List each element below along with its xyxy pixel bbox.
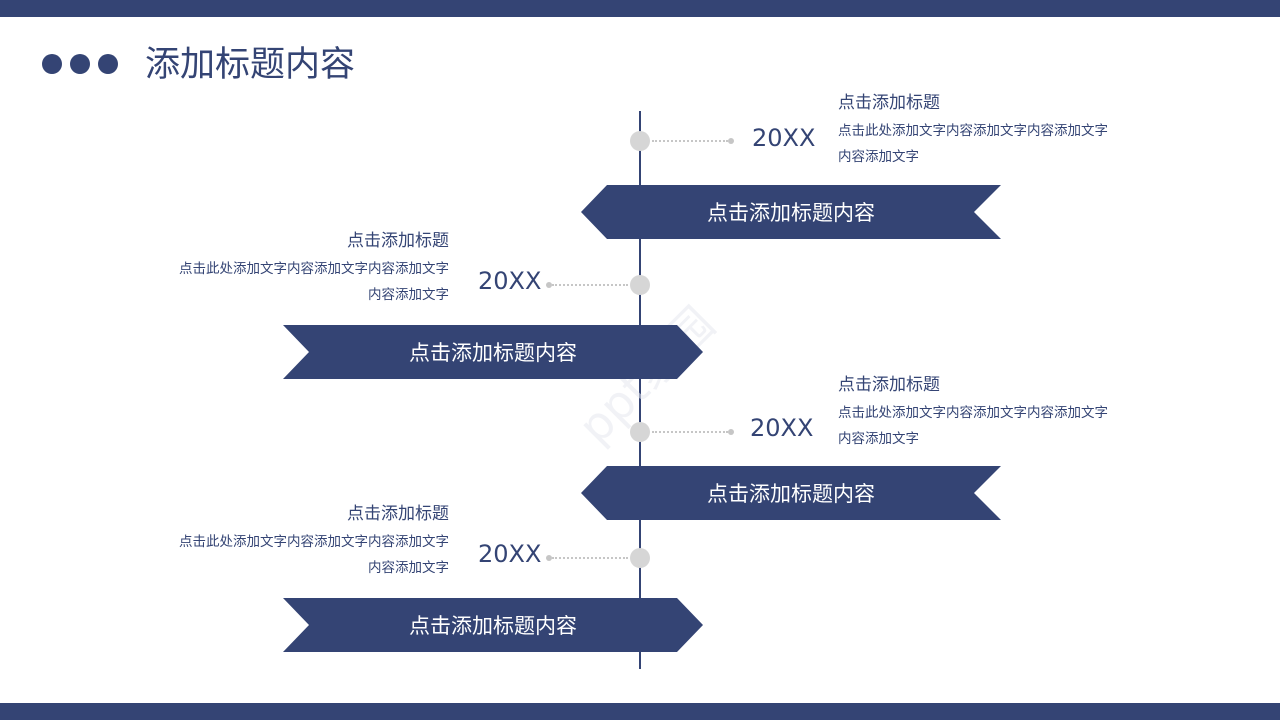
connector-line <box>552 557 628 559</box>
page-title: 添加标题内容 <box>145 45 356 85</box>
timeline-node <box>630 131 650 151</box>
timeline-node <box>630 275 650 295</box>
connector-line <box>652 431 728 433</box>
item-title: 点击添加标题 <box>838 375 940 395</box>
connector-line <box>552 284 628 286</box>
year-label: 20XX <box>752 124 816 152</box>
item-title: 点击添加标题 <box>347 231 449 251</box>
item-description: 点击此处添加文字内容添加文字内容添加文字内容添加文字 <box>179 534 449 576</box>
connector-end-dot <box>546 282 552 288</box>
title-dot <box>98 54 118 74</box>
item-title: 点击添加标题 <box>838 93 940 113</box>
timeline-node <box>630 548 650 568</box>
timeline-node <box>630 422 650 442</box>
item-description: 点击此处添加文字内容添加文字内容添加文字内容添加文字 <box>838 123 1108 165</box>
item-title: 点击添加标题 <box>347 504 449 524</box>
connector-end-dot <box>728 138 734 144</box>
connector-end-dot <box>728 429 734 435</box>
item-description: 点击此处添加文字内容添加文字内容添加文字内容添加文字 <box>838 405 1108 447</box>
timeline-banner-2: 点击添加标题内容 <box>283 325 703 379</box>
timeline-banner-3: 点击添加标题内容 <box>581 466 1001 520</box>
title-dot <box>70 54 90 74</box>
connector-end-dot <box>546 555 552 561</box>
top-bar <box>0 0 1280 17</box>
item-description: 点击此处添加文字内容添加文字内容添加文字内容添加文字 <box>179 261 449 303</box>
year-label: 20XX <box>478 540 542 568</box>
timeline-banner-1: 点击添加标题内容 <box>581 185 1001 239</box>
title-dot <box>42 54 62 74</box>
year-label: 20XX <box>478 267 542 295</box>
timeline-banner-4: 点击添加标题内容 <box>283 598 703 652</box>
timeline-axis <box>639 111 641 669</box>
year-label: 20XX <box>750 414 814 442</box>
bottom-bar <box>0 703 1280 720</box>
connector-line <box>652 140 728 142</box>
